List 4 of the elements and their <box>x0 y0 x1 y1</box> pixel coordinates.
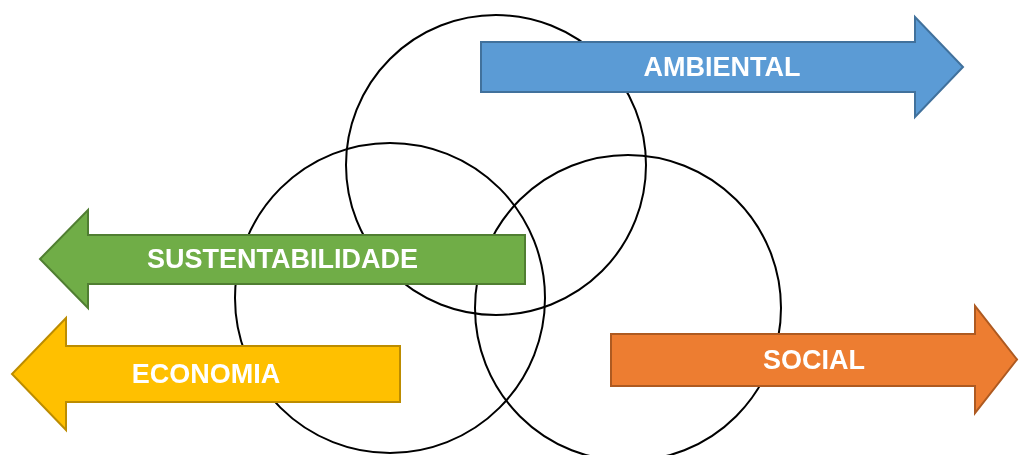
arrow-label: SOCIAL <box>762 343 866 377</box>
arrow-label: SUSTENTABILIDADE <box>146 243 419 276</box>
arrow-label: ECONOMIA <box>130 357 282 391</box>
arrow-label: AMBIENTAL <box>642 50 802 84</box>
